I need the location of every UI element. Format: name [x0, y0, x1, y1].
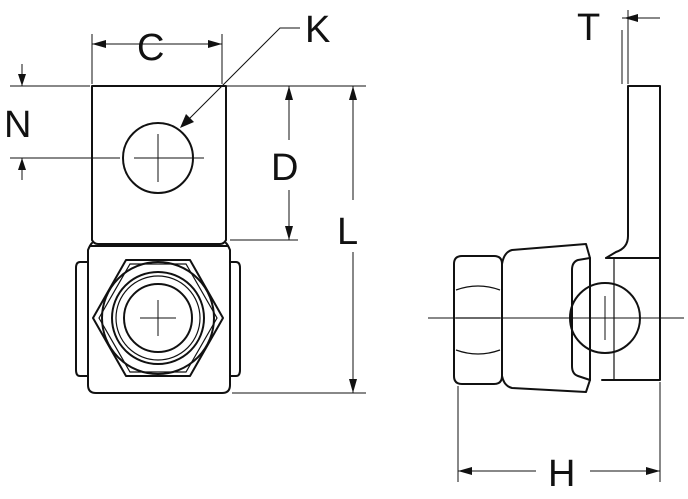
- dim-t-arrow: [624, 14, 638, 22]
- side-body-outline: [601, 257, 661, 381]
- side-dimensions: [457, 10, 661, 482]
- dim-l-arrow-top: [349, 86, 357, 100]
- dim-c-arrow-right: [208, 40, 222, 48]
- dim-c-arrow-left: [92, 40, 106, 48]
- dim-d-arrow-bottom: [285, 226, 293, 240]
- front-view: [75, 85, 241, 394]
- dim-k-leader: [183, 27, 300, 125]
- front-tab-outline: [91, 85, 227, 245]
- label-l: L: [337, 211, 358, 253]
- nut-bore-outer: [111, 271, 205, 365]
- dim-n-arrow-top: [18, 74, 26, 86]
- dim-n-arrow-bottom: [18, 158, 26, 170]
- side-hex-chamfer-top: [455, 285, 501, 291]
- label-k: K: [305, 9, 330, 51]
- hex-nut-chamfer: [98, 263, 218, 373]
- dim-h-arrow-right: [646, 467, 660, 475]
- label-n: N: [4, 104, 31, 146]
- label-d: D: [271, 147, 298, 189]
- front-body-outline: [87, 242, 231, 394]
- front-body-right-flat: [229, 261, 241, 377]
- nut-face-ring: [101, 261, 215, 375]
- side-collar: [501, 243, 591, 393]
- side-tab-outline: [605, 85, 661, 259]
- dim-h-arrow-left: [458, 467, 472, 475]
- dim-d-arrow-top: [285, 86, 293, 100]
- nut-bore-mid: [115, 275, 201, 361]
- side-view: [428, 85, 684, 393]
- label-c: C: [137, 27, 164, 69]
- nut-bore-inner: [123, 283, 193, 353]
- side-shoulder: [571, 257, 591, 381]
- front-body-left-flat: [75, 261, 89, 377]
- hex-nut-outer: [92, 259, 224, 377]
- label-t: T: [577, 7, 600, 49]
- side-hex-nut: [453, 255, 503, 385]
- front-dimensions: [10, 27, 366, 394]
- dim-k-arrow: [180, 114, 194, 128]
- side-hex-chamfer-bottom: [455, 349, 501, 355]
- label-h: H: [548, 453, 575, 495]
- dim-l-arrow-bottom: [349, 379, 357, 393]
